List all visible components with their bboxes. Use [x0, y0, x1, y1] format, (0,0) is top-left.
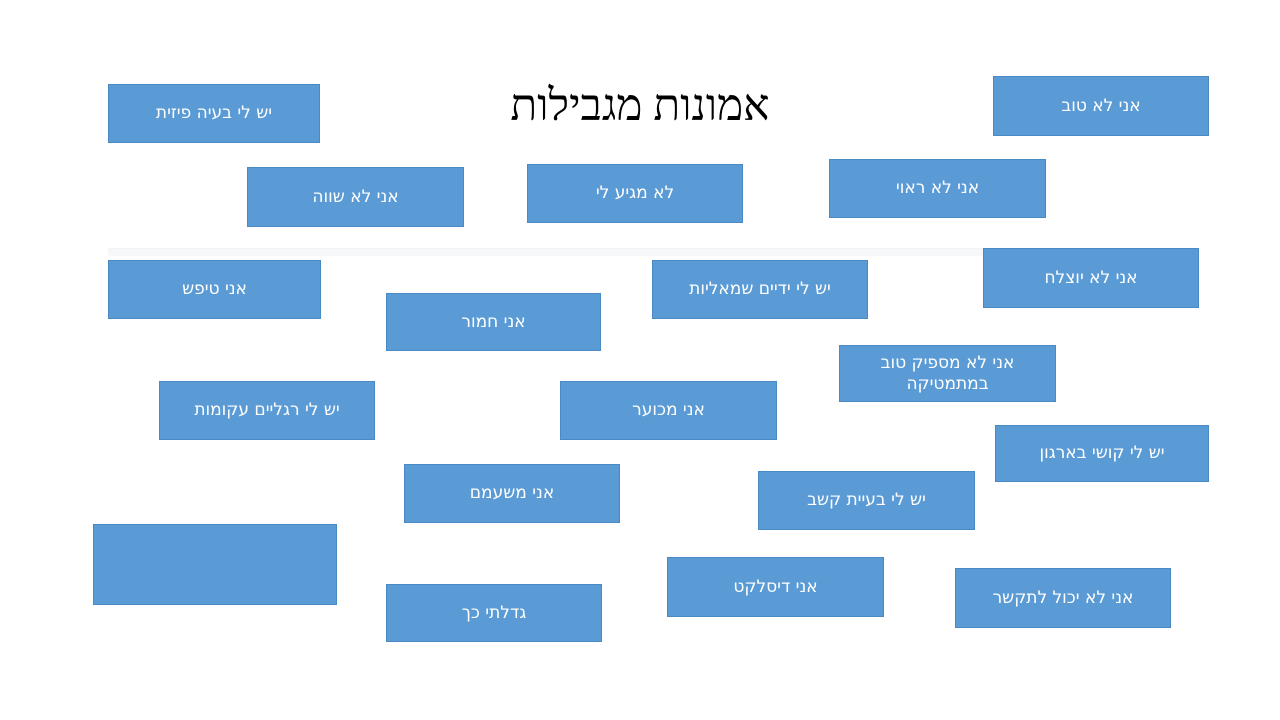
content-placeholder-band: [108, 248, 984, 256]
belief-box[interactable]: אני טיפש: [108, 260, 321, 319]
belief-box[interactable]: גדלתי כך: [386, 584, 602, 642]
belief-box[interactable]: אני מכוער: [560, 381, 777, 440]
belief-box[interactable]: אני משעמם: [404, 464, 620, 523]
belief-box[interactable]: יש לי בעיית קשב: [758, 471, 975, 530]
belief-box-empty[interactable]: [93, 524, 337, 605]
belief-box[interactable]: אני לא טוב: [993, 76, 1209, 136]
belief-box[interactable]: יש לי בעיה פיזית: [108, 84, 320, 143]
belief-box[interactable]: אני לא שווה: [247, 167, 464, 227]
belief-box[interactable]: אני לא יוצלח: [983, 248, 1199, 308]
belief-box[interactable]: אני לא יכול לתקשר: [955, 568, 1171, 628]
belief-box[interactable]: אני דיסלקט: [667, 557, 884, 617]
belief-box[interactable]: יש לי רגליים עקומות: [159, 381, 375, 440]
page-title: אמונות מגבילות: [510, 81, 770, 130]
belief-box[interactable]: אני לא ראוי: [829, 159, 1046, 218]
belief-box[interactable]: יש לי ידיים שמאליות: [652, 260, 868, 319]
belief-box[interactable]: לא מגיע לי: [527, 164, 743, 223]
belief-box[interactable]: אני חמור: [386, 293, 601, 351]
belief-box[interactable]: יש לי קושי בארגון: [995, 425, 1209, 482]
belief-box[interactable]: אני לא מספיק טוב במתמטיקה: [839, 345, 1056, 402]
